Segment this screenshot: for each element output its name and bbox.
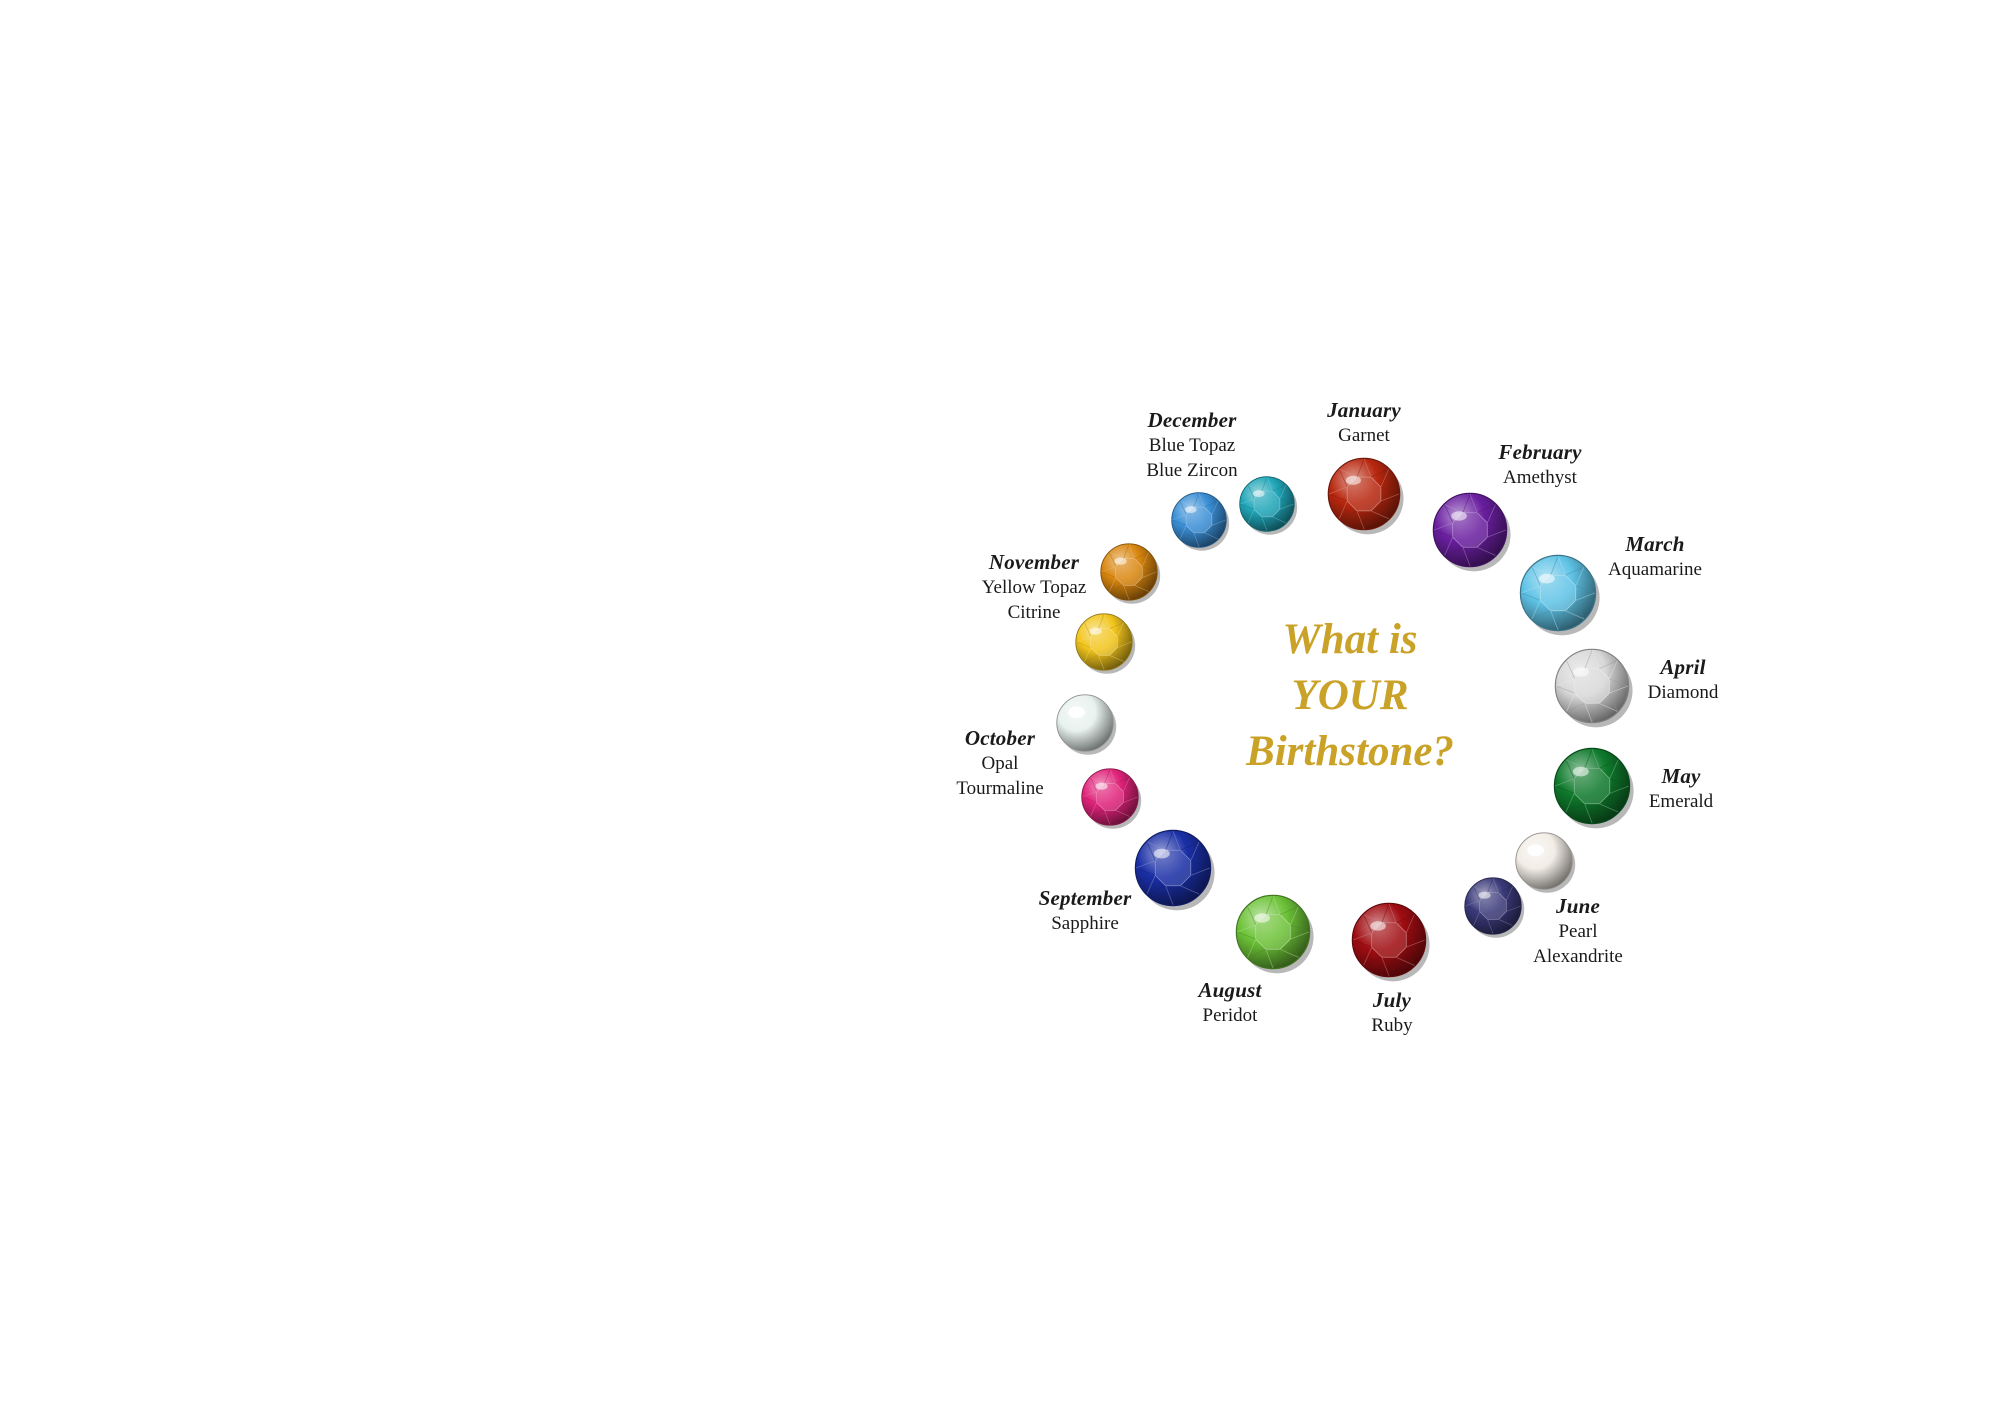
stone-name: Pearl	[1558, 921, 1598, 942]
peridot-gem-icon	[1234, 893, 1314, 974]
blue-topaz-gem-icon	[1170, 491, 1230, 551]
stone-name: Emerald	[1648, 791, 1714, 812]
stone-name: Diamond	[1647, 682, 1719, 703]
headline-line-2: YOUR	[1291, 672, 1409, 719]
tourmaline-gem-icon	[1080, 767, 1142, 829]
headline-line-1: What is	[1282, 616, 1418, 663]
alexandrite-gem-icon	[1463, 876, 1525, 938]
sapphire-gem-icon	[1133, 828, 1215, 911]
stone-name: Sapphire	[1051, 913, 1119, 934]
emerald-gem-icon	[1552, 746, 1634, 829]
stone-name: Blue Topaz	[1148, 435, 1236, 456]
citrine-gem-icon	[1074, 612, 1136, 674]
headline-line-3: Birthstone?	[1246, 728, 1454, 775]
month-name: August	[1198, 978, 1262, 1002]
month-name: April	[1660, 655, 1706, 679]
stone-name: Aquamarine	[1608, 559, 1702, 580]
pearl-gem-icon	[1514, 831, 1576, 893]
month-name: June	[1556, 894, 1600, 918]
diamond-gem-icon	[1553, 647, 1633, 728]
stone-name: Garnet	[1338, 425, 1390, 446]
amethyst-gem-icon	[1431, 491, 1511, 572]
month-name: February	[1498, 440, 1582, 464]
stone-name: Opal	[981, 753, 1019, 774]
month-name: November	[988, 550, 1080, 574]
month-name: October	[964, 726, 1036, 750]
opal-gem-icon	[1055, 693, 1117, 755]
stone-name: Yellow Topaz	[981, 577, 1087, 598]
stone-name: Ruby	[1371, 1015, 1413, 1036]
yellow-topaz-gem-icon	[1099, 542, 1161, 604]
month-name: May	[1661, 764, 1701, 788]
stone-name: Peridot	[1202, 1005, 1258, 1026]
headline: What is YOUR Birthstone?	[1205, 612, 1495, 780]
garnet-gem-icon	[1326, 456, 1404, 535]
blue-zircon-gem-icon	[1238, 475, 1298, 535]
month-name: September	[1038, 886, 1132, 910]
stone-name: Citrine	[1007, 602, 1061, 623]
month-name: July	[1372, 988, 1412, 1012]
month-name: March	[1625, 532, 1685, 556]
stone-name: Blue Zircon	[1146, 460, 1238, 481]
aquamarine-gem-icon	[1518, 553, 1600, 636]
stone-name: Alexandrite	[1533, 946, 1623, 967]
month-name: December	[1147, 408, 1237, 432]
ruby-gem-icon	[1350, 901, 1430, 982]
stone-name: Amethyst	[1503, 467, 1577, 488]
month-name: January	[1327, 398, 1401, 422]
stone-name: Tourmaline	[956, 778, 1044, 799]
